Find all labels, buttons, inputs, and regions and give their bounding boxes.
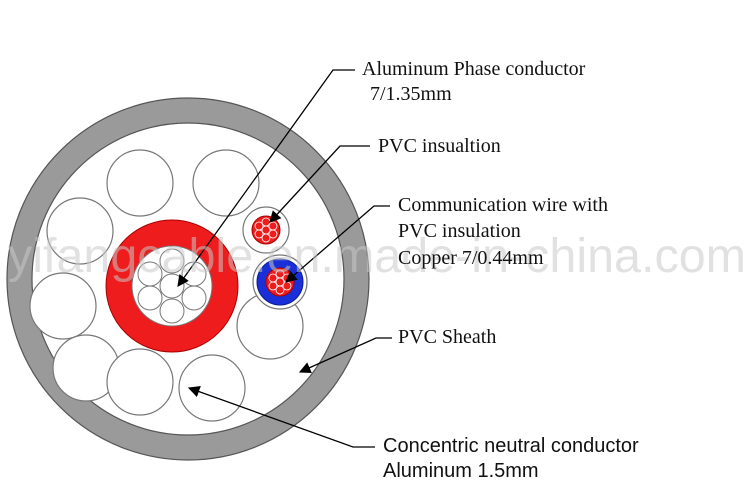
neutral-strand	[106, 348, 174, 416]
watermark: yifangcable.en.made-in-china.com	[8, 230, 746, 283]
sheath-label: PVC Sheath	[398, 326, 496, 348]
leader-lines	[177, 69, 392, 448]
neutral-label-line1: Concentric neutral conductor	[383, 435, 639, 457]
phase-label-line2: 7/1.35mm	[370, 83, 452, 105]
comm-label-line1: Communication wire with	[398, 194, 608, 216]
comm-wire-red-core	[251, 215, 281, 245]
neutral-strand	[178, 354, 246, 422]
neutral-conductor-strands	[29, 149, 304, 422]
neutral-label-line2: Aluminum 1.5mm	[383, 460, 539, 482]
comm-label-line2: PVC insulation	[398, 220, 521, 242]
neutral-strand	[106, 149, 174, 217]
pvc-insulation-leader	[269, 145, 370, 223]
pvc-insulation-label: PVC insualtion	[378, 135, 501, 157]
comm-wire-leader	[285, 205, 390, 283]
neutral-strand	[29, 272, 97, 340]
phase-leader	[177, 69, 355, 287]
phase-label-line1: Aluminum Phase conductor	[362, 58, 586, 80]
comm-label-line3: Copper 7/0.44mm	[398, 247, 544, 269]
sheath-leader	[298, 337, 392, 374]
neutral-strand	[46, 197, 114, 265]
phase-conductor-wires	[137, 248, 207, 324]
neutral-strand	[192, 149, 260, 217]
neutral-leader	[187, 386, 375, 448]
